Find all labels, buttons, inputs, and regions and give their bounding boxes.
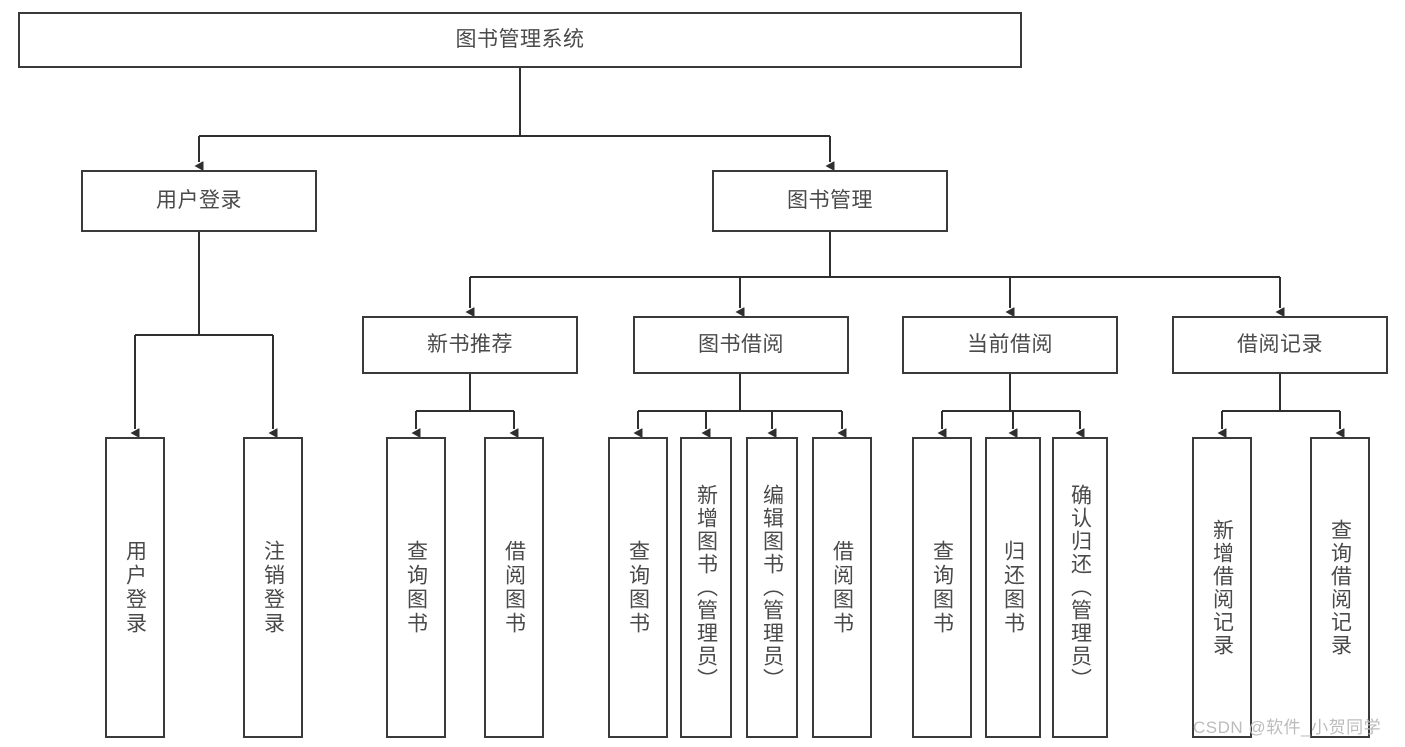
node-leaf-user-login-label: 用户登录 — [123, 539, 147, 636]
node-leaf-logout[interactable]: 注销登录 — [243, 437, 303, 738]
node-leaf-query-book-1[interactable]: 查询图书 — [386, 437, 446, 738]
node-leaf-query-book-2[interactable]: 查询图书 — [608, 437, 668, 738]
node-leaf-query-record[interactable]: 查询借阅记录 — [1310, 437, 1370, 738]
node-current-borrow-label: 当前借阅 — [967, 332, 1053, 356]
node-current-borrow[interactable]: 当前借阅 — [902, 316, 1118, 374]
node-new-book-recommend-label: 新书推荐 — [427, 332, 513, 356]
node-leaf-query-book-3-label: 查询图书 — [930, 539, 954, 636]
node-leaf-borrow-book-2-label: 借阅图书 — [830, 539, 854, 636]
node-user-login[interactable]: 用户登录 — [81, 170, 317, 232]
node-leaf-edit-book[interactable]: 编辑图书（管理员） — [746, 437, 798, 738]
node-book-borrow-label: 图书借阅 — [698, 332, 784, 356]
node-leaf-query-record-label: 查询借阅记录 — [1328, 518, 1352, 657]
node-leaf-logout-label: 注销登录 — [261, 539, 285, 636]
node-leaf-borrow-book-1-label: 借阅图书 — [502, 539, 526, 636]
node-leaf-query-book-2-label: 查询图书 — [626, 539, 650, 636]
node-book-manage-label: 图书管理 — [787, 188, 873, 212]
node-leaf-add-book[interactable]: 新增图书（管理员） — [680, 437, 732, 738]
node-leaf-return-book[interactable]: 归还图书 — [985, 437, 1041, 738]
node-leaf-confirm-return-label: 确认归还（管理员） — [1068, 484, 1092, 691]
node-root-label: 图书管理系统 — [455, 27, 585, 51]
node-leaf-add-book-label: 新增图书（管理员） — [694, 484, 718, 691]
node-leaf-confirm-return[interactable]: 确认归还（管理员） — [1052, 437, 1108, 738]
node-leaf-edit-book-label: 编辑图书（管理员） — [760, 484, 784, 691]
node-root[interactable]: 图书管理系统 — [18, 12, 1022, 68]
node-leaf-borrow-book-2[interactable]: 借阅图书 — [812, 437, 872, 738]
node-leaf-add-record[interactable]: 新增借阅记录 — [1192, 437, 1252, 738]
node-user-login-label: 用户登录 — [156, 188, 242, 212]
node-leaf-query-book-3[interactable]: 查询图书 — [912, 437, 972, 738]
node-leaf-add-record-label: 新增借阅记录 — [1210, 518, 1234, 657]
node-book-borrow[interactable]: 图书借阅 — [633, 316, 849, 374]
node-borrow-record[interactable]: 借阅记录 — [1172, 316, 1388, 374]
node-leaf-query-book-1-label: 查询图书 — [404, 539, 428, 636]
node-book-manage[interactable]: 图书管理 — [712, 170, 948, 232]
node-leaf-user-login[interactable]: 用户登录 — [105, 437, 165, 738]
node-borrow-record-label: 借阅记录 — [1237, 332, 1323, 356]
node-new-book-recommend[interactable]: 新书推荐 — [362, 316, 578, 374]
node-leaf-return-book-label: 归还图书 — [1001, 539, 1025, 636]
node-leaf-borrow-book-1[interactable]: 借阅图书 — [484, 437, 544, 738]
csdn-watermark: CSDN @软件_小贺同学 — [1193, 718, 1382, 737]
